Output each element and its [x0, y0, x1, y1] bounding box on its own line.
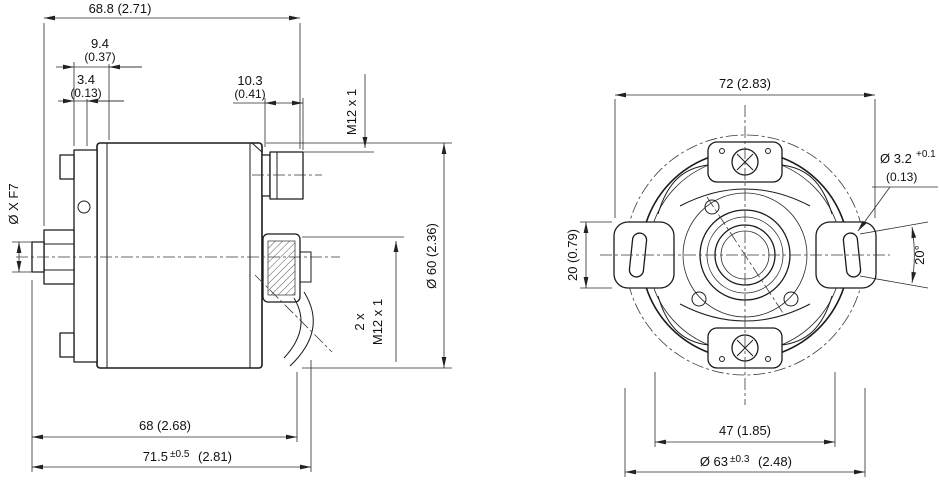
- dim-flange-diameter: Ø 63 ±0.3 (2.48): [624, 388, 866, 477]
- dim-width-72-label: 72 (2.83): [719, 76, 771, 91]
- flange-hole: [77, 200, 91, 214]
- flange-screw-bottom: [59, 332, 75, 358]
- dim-flange-dia: Ø 63: [700, 454, 728, 469]
- m12-connector-side-section: [262, 233, 312, 303]
- dim-slot-angle: 20°: [859, 221, 929, 289]
- m12-connector-top: [252, 151, 322, 200]
- dim-thread-top-label: M12 x 1: [344, 89, 359, 135]
- dim-thread-top: M12 x 1: [303, 74, 374, 153]
- dim-thread-side: 2 x M12 x 1: [302, 236, 404, 362]
- servo-flange: [59, 149, 98, 363]
- dim-slot-angle-label: 20°: [912, 245, 927, 265]
- dim-connector-in: (0.41): [234, 87, 265, 101]
- dim-body-len-label: 68 (2.68): [139, 418, 191, 433]
- m12-connector-bottom-arc: [254, 274, 333, 367]
- dim-overall-length: 71.5 ±0.5 (2.81): [32, 360, 312, 472]
- hub-screw-2: [691, 291, 707, 307]
- dim-clamp-width: 47 (1.85): [654, 372, 836, 447]
- dim-overall-top-label: 68.8 (2.71): [89, 1, 152, 16]
- dim-flange-tol: ±0.3: [730, 454, 750, 465]
- dim-flange-mm: 3.4: [77, 72, 95, 87]
- dim-hole-dia: Ø 3.2: [880, 151, 912, 166]
- dim-offset-in: (0.37): [84, 50, 115, 64]
- hub-screw-3: [783, 291, 799, 307]
- dim-connector-mm: 10.3: [237, 73, 262, 88]
- side-view-dimensions: 68.8 (2.71) 9.4 (0.37) 3.4 (0.13): [6, 1, 452, 472]
- dim-connector-length: 10.3 (0.41): [233, 73, 304, 150]
- front-view-dimensions: 72 (2.83) Ø 3.2 +0.1 (0.13) 20 (0.79): [565, 76, 938, 477]
- dim-ear-height-label: 20 (0.79): [565, 229, 580, 281]
- dim-hole-in: (0.13): [886, 170, 917, 184]
- encoder-housing: [96, 142, 263, 369]
- dim-hole-diameter: Ø 3.2 +0.1 (0.13): [857, 149, 938, 232]
- side-view: 68.8 (2.71) 9.4 (0.37) 3.4 (0.13): [6, 1, 452, 472]
- hub-screw-1: [704, 199, 720, 215]
- dim-body-dia-label: Ø 60 (2.36): [424, 223, 439, 289]
- hatched-section: [267, 240, 296, 296]
- encoder-body-side: [96, 142, 263, 369]
- dim-qty-label: 2 x: [352, 313, 367, 331]
- connector-axis-centerline: [254, 274, 333, 353]
- dim-overall-len-tol: ±0.5: [170, 449, 190, 460]
- dim-flange-in: (2.48): [758, 454, 792, 469]
- dim-clamp-width-label: 47 (1.85): [719, 423, 771, 438]
- dim-shaft-diameter: Ø X F7: [6, 183, 40, 273]
- front-view: 72 (2.83) Ø 3.2 +0.1 (0.13) 20 (0.79): [565, 76, 938, 477]
- dim-offset: 9.4 (0.37): [56, 36, 142, 146]
- dim-body-diameter: Ø 60 (2.36): [266, 142, 452, 369]
- dim-shaft-label: Ø X F7: [6, 183, 21, 224]
- dim-flange-in: (0.13): [70, 86, 101, 100]
- flange-screw-top: [59, 154, 75, 180]
- dim-body-length: 68 (2.68): [31, 280, 298, 472]
- dim-overall-len-in: (2.81): [198, 449, 232, 464]
- dim-ear-height: 20 (0.79): [565, 221, 612, 289]
- dim-flange-thickness: 3.4 (0.13): [58, 72, 124, 146]
- thread-stub: [299, 251, 312, 283]
- dim-width-72: 72 (2.83): [614, 76, 876, 218]
- dim-offset-mm: 9.4: [91, 36, 109, 51]
- dim-thread-side-label: M12 x 1: [370, 299, 385, 345]
- dim-overall-len-mm: 71.5: [143, 449, 168, 464]
- dim-hole-tol: +0.1: [916, 149, 936, 160]
- dim-overall-top: 68.8 (2.71): [43, 1, 301, 226]
